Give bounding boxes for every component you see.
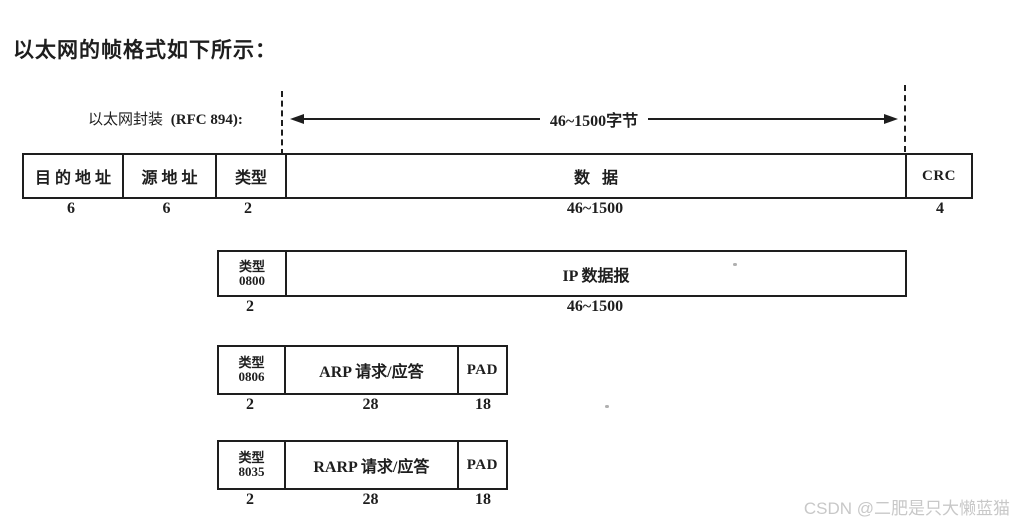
- rarp-row: 类型 8035 RARP 请求/应答 PAD 2 28 18: [217, 440, 508, 509]
- type-value: 0800: [239, 272, 265, 288]
- byte-span-label: 46~1500字节: [549, 112, 639, 130]
- field-arp-request-reply: ARP 请求/应答: [284, 347, 457, 393]
- field-type-0800: 类型 0800: [219, 252, 285, 295]
- ethernet-frame-row: 目的地址 源地址 类型 数 据 CRC 6 6 2 46~1500 4: [22, 153, 973, 218]
- field-type: 类型: [215, 155, 285, 197]
- size-type: 2: [244, 200, 252, 217]
- rarp-sizes: 2 28 18: [217, 491, 508, 509]
- size-data: 46~1500: [566, 200, 624, 217]
- dashed-boundary-right: [904, 85, 906, 152]
- byte-span-arrow: 46~1500字节: [290, 110, 899, 130]
- field-rarp-request-reply: RARP 请求/应答: [284, 442, 457, 488]
- ethernet-frame-sizes: 6 6 2 46~1500 4: [22, 200, 973, 218]
- size-dest-address: 6: [67, 200, 75, 217]
- size-type-0800: 2: [246, 298, 254, 315]
- ip-datagram-sizes: 2 46~1500: [217, 298, 907, 316]
- field-crc: CRC: [905, 155, 971, 197]
- type-value: 0806: [238, 369, 265, 384]
- field-pad: PAD: [456, 442, 506, 488]
- arrowhead-right-icon: [884, 113, 899, 124]
- arrow-line-left: [304, 117, 540, 120]
- arp-row: 类型 0806 ARP 请求/应答 PAD 2 28 18: [217, 345, 508, 414]
- ip-datagram-box: 类型 0800 IP 数据报: [217, 250, 907, 297]
- arp-box: 类型 0806 ARP 请求/应答 PAD: [217, 345, 508, 395]
- type-label: 类型: [238, 450, 265, 465]
- dashed-boundary-left: [281, 91, 283, 155]
- field-type-8035: 类型 8035: [219, 442, 284, 488]
- type-label: 类型: [238, 355, 265, 370]
- size-rarp: 28: [362, 491, 379, 508]
- arrowhead-left-icon: [290, 113, 304, 124]
- rarp-box: 类型 8035 RARP 请求/应答 PAD: [217, 440, 508, 490]
- size-arp: 28: [362, 396, 379, 413]
- size-crc: 4: [936, 200, 944, 217]
- arrow-line-right: [648, 117, 885, 120]
- size-pad: 18: [475, 396, 491, 413]
- type-label: 类型: [238, 258, 265, 274]
- size-src-address: 6: [162, 200, 171, 217]
- rfc-label: (RFC 894):: [170, 112, 243, 128]
- scan-speck: [733, 263, 737, 266]
- field-dest-address: 目的地址: [34, 170, 115, 187]
- size-type-8035: 2: [246, 491, 254, 508]
- encapsulation-label: 以太网封装 (RFC 894):: [88, 108, 243, 129]
- size-type-0806: 2: [246, 396, 254, 413]
- field-ip-datagram: IP 数据报: [285, 252, 905, 295]
- ethernet-frame-box: 目的地址 源地址 类型 数 据 CRC: [22, 153, 973, 199]
- field-src-address: 源地址: [122, 155, 215, 197]
- scan-speck: [605, 405, 609, 408]
- csdn-watermark: CSDN @二肥是只大懒蓝猫: [803, 499, 1010, 518]
- field-data: 数 据: [285, 155, 905, 197]
- size-pad: 18: [475, 491, 491, 508]
- field-pad: PAD: [456, 347, 506, 393]
- arp-sizes: 2 28 18: [217, 396, 508, 414]
- size-ip-datagram: 46~1500: [566, 298, 624, 315]
- ip-datagram-row: 类型 0800 IP 数据报 2 46~1500: [217, 250, 907, 316]
- field-type-0806: 类型 0806: [219, 347, 284, 393]
- type-value: 8035: [238, 464, 265, 479]
- encapsulation-label-text: 以太网封装: [88, 112, 164, 128]
- page-title: 以太网的帧格式如下所示：: [13, 38, 277, 62]
